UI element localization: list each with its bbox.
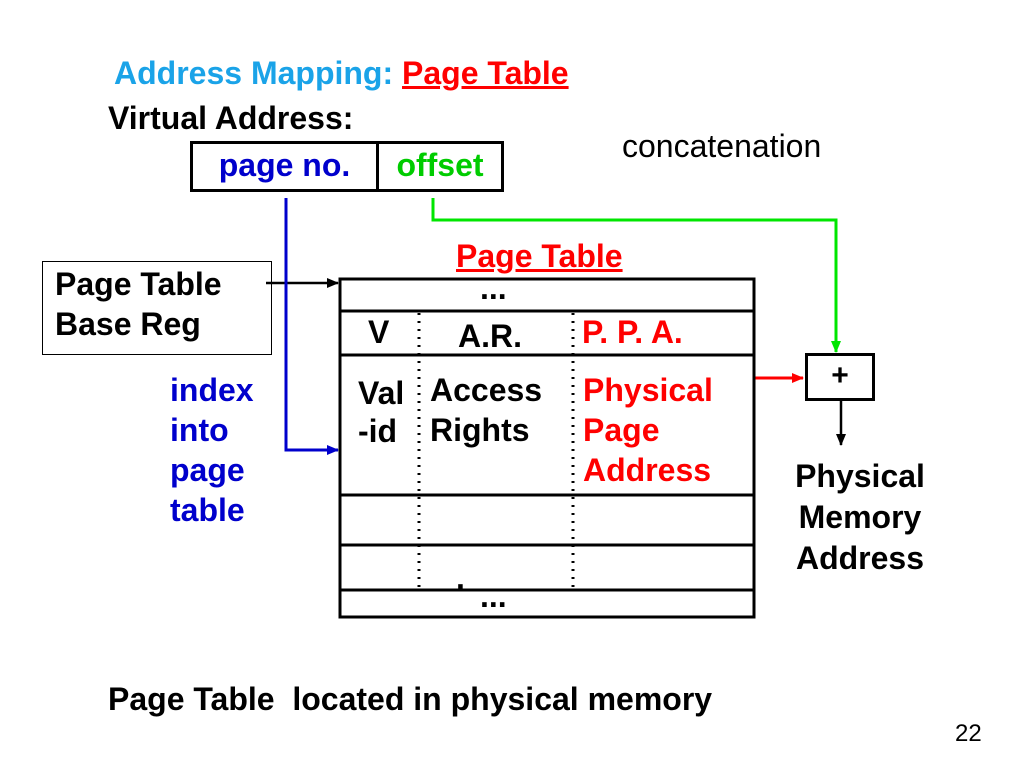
va-page-number-field: page no.: [193, 144, 379, 189]
ppa-line: Page: [583, 412, 660, 448]
valid-line: Val: [358, 375, 405, 411]
va-offset-field: offset: [396, 147, 484, 183]
base-reg-line1: Page Table: [55, 266, 222, 302]
access-line: Rights: [430, 412, 530, 448]
valid-bit-label: Val -id: [358, 374, 404, 450]
page-number: 22: [955, 720, 982, 747]
page-number-index-arrow: [284, 198, 339, 455]
index-line: table: [170, 492, 245, 528]
table-dot: .: [456, 560, 465, 596]
table-bottom-ellipsis: ...: [480, 578, 507, 614]
footer-text: Page Table located in physical memory: [108, 681, 713, 717]
pma-line: Address: [795, 540, 925, 576]
adder-box: +: [805, 353, 875, 401]
index-line: page: [170, 452, 245, 488]
header-valid: V: [368, 314, 390, 350]
title-prefix: Address Mapping:: [114, 55, 394, 91]
base-reg-line2: Base Reg: [55, 306, 201, 342]
slide-title: Address Mapping: Page Table: [114, 55, 569, 92]
table-top-ellipsis: ...: [480, 270, 507, 306]
index-line: into: [170, 412, 229, 448]
physical-memory-address-label: Physical Memory Address: [780, 456, 940, 579]
physical-page-address-label: Physical Page Address: [583, 370, 713, 490]
pma-line: Memory: [798, 499, 922, 535]
index-line: index: [170, 372, 254, 408]
page-table-base-register: Page Table Base Reg: [42, 261, 272, 355]
access-rights-label: Access Rights: [430, 370, 542, 450]
concatenation-label: concatenation: [622, 128, 822, 164]
header-access-rights: A.R.: [458, 318, 522, 354]
index-into-page-table-label: index into page table: [170, 370, 254, 530]
header-physical-page-address: P. P. A.: [582, 314, 683, 350]
title-highlight: Page Table: [402, 55, 569, 91]
pma-line: Physical: [795, 458, 925, 494]
page-table-label: Page Table: [456, 238, 623, 274]
valid-line: -id: [358, 413, 398, 449]
access-line: Access: [430, 372, 543, 408]
virtual-address-box: page no. offset: [190, 141, 504, 192]
ppa-line: Physical: [583, 372, 713, 408]
page-table-frame: [338, 277, 756, 619]
offset-arrow: [431, 198, 841, 353]
virtual-address-label: Virtual Address:: [108, 100, 354, 136]
ppa-line: Address: [583, 452, 712, 488]
